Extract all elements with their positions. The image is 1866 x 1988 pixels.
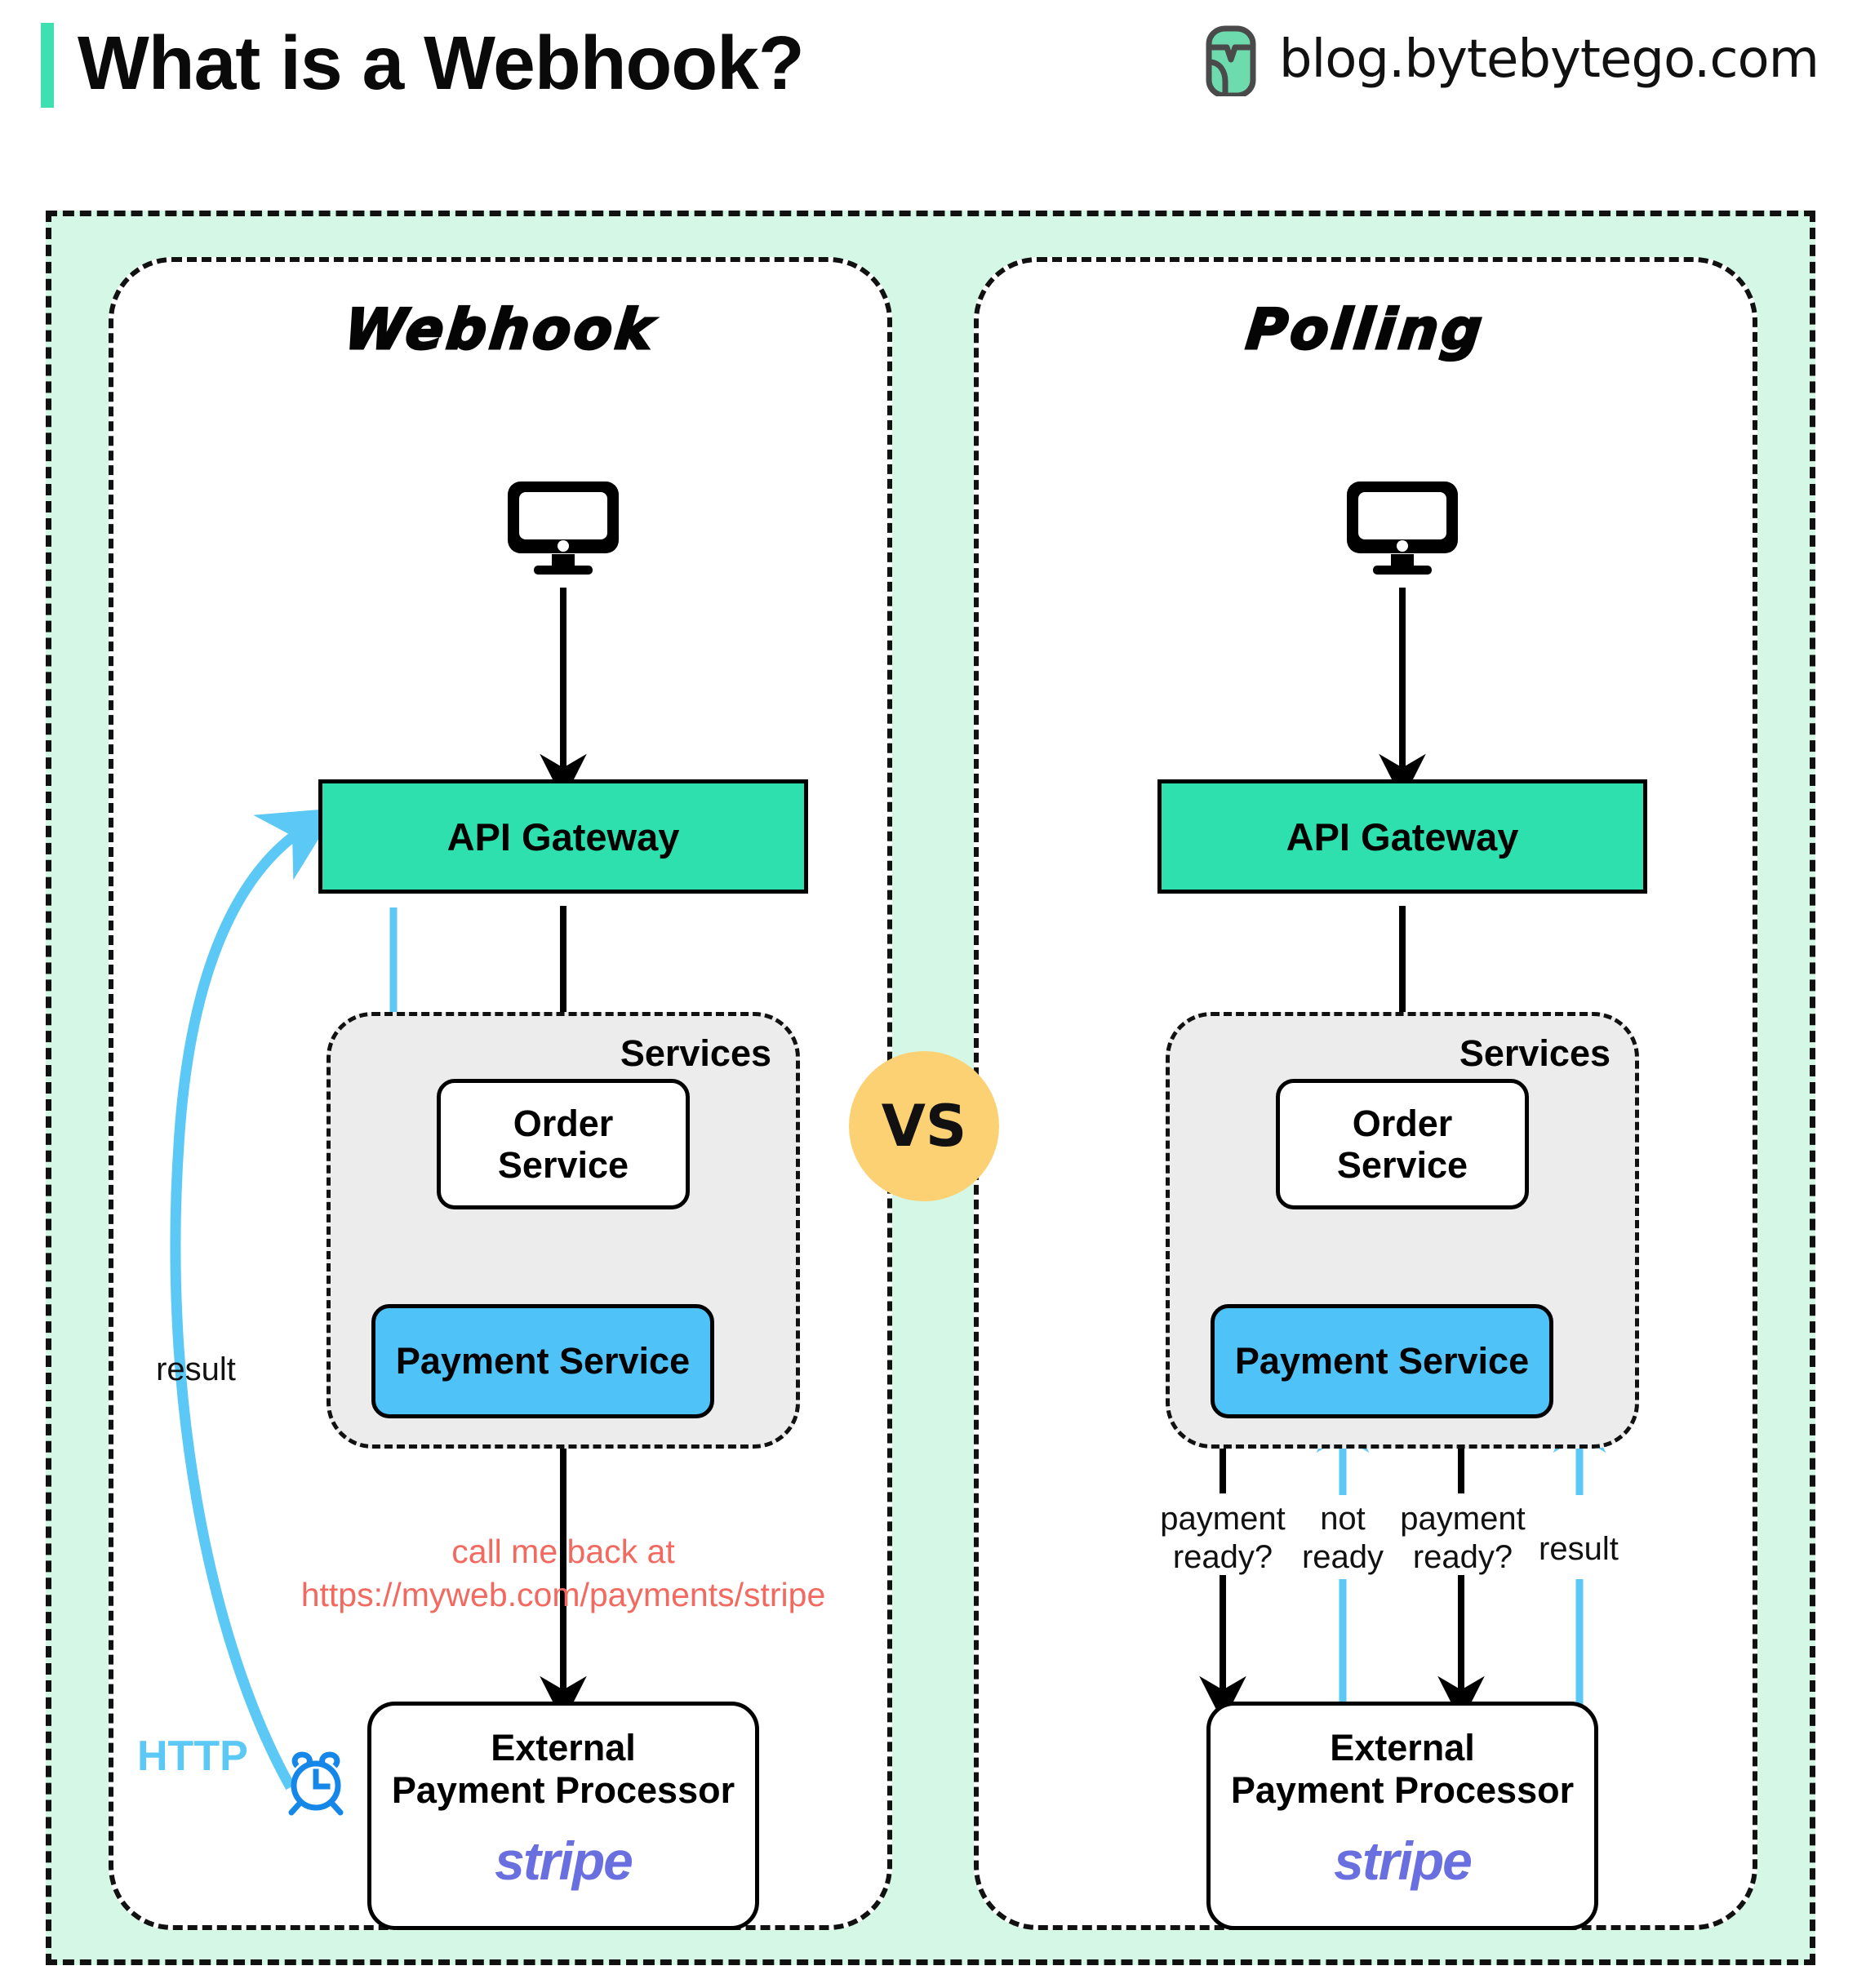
webhook-processor-line2: Payment Processor	[391, 1769, 735, 1812]
polling-order-service-line2: Service	[1336, 1144, 1468, 1186]
poll2-line2: ready	[1301, 1539, 1384, 1576]
polling-order-service-line1: Order	[1352, 1102, 1453, 1144]
page-title: What is a Webhook?	[78, 20, 805, 105]
poll3-line2: ready?	[1412, 1539, 1513, 1576]
callback-line-2: https://myweb.com/payments/stripe	[300, 1576, 826, 1614]
brand-block: blog.bytebytego.com	[1201, 23, 1819, 96]
webhook-services-label: Services	[620, 1032, 771, 1074]
polling-payment-service-label: Payment Service	[1234, 1340, 1530, 1382]
webhook-callback-url-label: call me back at https://myweb.com/paymen…	[278, 1530, 849, 1617]
stripe-logo-polling: stripe	[1334, 1830, 1473, 1892]
polling-processor-line1: External	[1330, 1727, 1475, 1768]
polling-processor-line2: Payment Processor	[1230, 1769, 1575, 1812]
callback-line-1: call me back at	[451, 1533, 675, 1570]
webhook-payment-service-label: Payment Service	[395, 1340, 691, 1382]
webhook-external-payment-processor[interactable]: External Payment Processor stripe	[367, 1702, 759, 1930]
polling-external-payment-processor[interactable]: External Payment Processor stripe	[1206, 1702, 1598, 1930]
polling-api-gateway[interactable]: API Gateway	[1157, 779, 1647, 894]
webhook-result-label: result	[156, 1351, 236, 1387]
webhook-payment-service[interactable]: Payment Service	[371, 1304, 714, 1418]
page-header: What is a Webhook? blog.bytebytego.com	[0, 0, 1866, 135]
panel-polling-title: Polling	[1242, 297, 1490, 364]
polling-api-gateway-label: API Gateway	[1286, 814, 1519, 859]
poll2-line1: not	[1320, 1501, 1366, 1537]
brand-text: blog.bytebytego.com	[1278, 29, 1819, 90]
bytebytego-logo-icon	[1206, 25, 1256, 96]
polling-order-service[interactable]: Order Service	[1276, 1079, 1529, 1209]
polling-label-response-1: not ready	[1282, 1500, 1404, 1577]
polling-label-result: result	[1539, 1531, 1619, 1567]
poll1-line2: ready?	[1172, 1539, 1273, 1576]
vs-badge: VS	[849, 1051, 999, 1201]
webhook-order-service-line2: Service	[497, 1144, 629, 1186]
polling-label-request-2: payment ready?	[1381, 1500, 1544, 1577]
polling-services-label: Services	[1459, 1032, 1611, 1074]
monitor-icon	[508, 481, 619, 575]
poll1-line1: payment	[1160, 1501, 1286, 1537]
webhook-processor-line1: External	[491, 1727, 636, 1768]
webhook-order-service[interactable]: Order Service	[437, 1079, 690, 1209]
title-accent-bar	[41, 23, 54, 108]
polling-label-request-1: payment ready?	[1141, 1500, 1304, 1577]
polling-payment-service[interactable]: Payment Service	[1211, 1304, 1553, 1418]
poll3-line1: payment	[1400, 1501, 1526, 1537]
alarm-clock-icon	[288, 1751, 344, 1816]
webhook-order-service-line1: Order	[513, 1102, 614, 1144]
webhook-api-gateway[interactable]: API Gateway	[318, 779, 808, 894]
webhook-api-gateway-label: API Gateway	[447, 814, 680, 859]
stripe-logo-webhook: stripe	[495, 1830, 633, 1892]
monitor-icon	[1347, 481, 1458, 575]
webhook-http-label: HTTP	[137, 1733, 248, 1780]
panel-webhook-title: Webhook	[340, 297, 660, 364]
